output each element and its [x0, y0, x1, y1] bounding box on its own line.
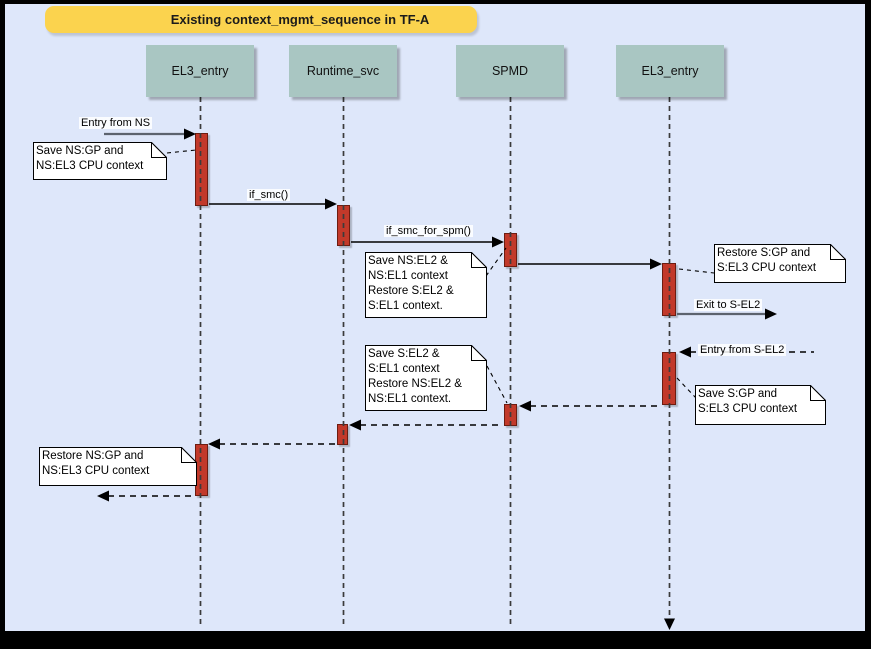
activation-spmd-second [504, 404, 517, 426]
note-restore-s-gp-context: Restore S:GP and S:EL3 CPU context [714, 244, 846, 283]
activation-el3-entry-1-first [195, 133, 208, 206]
actor-el3-entry-1: EL3_entry [146, 45, 254, 97]
note-save-ns-el2-context: Save NS:EL2 & NS:EL1 context Restore S:E… [365, 252, 487, 318]
message-label-if-smc-for-spm: if_smc_for_spm() [384, 225, 473, 237]
actor-label: EL3_entry [171, 64, 229, 78]
note-save-s-el2-context: Save S:EL2 & S:EL1 context Restore NS:EL… [365, 345, 487, 411]
note-save-s-gp-context: Save S:GP and S:EL3 CPU context [695, 385, 826, 425]
actor-label: EL3_entry [641, 64, 699, 78]
activation-spmd-first [504, 233, 517, 267]
note-text: Save S:GP and S:EL3 CPU context [698, 388, 798, 415]
diagram-title: Existing context_mgmt_sequence in TF-A [45, 6, 477, 33]
note-save-ns-gp-context: Save NS:GP and NS:EL3 CPU context [33, 142, 167, 180]
note-text: Restore S:GP and S:EL3 CPU context [717, 247, 817, 274]
activation-runtime-svc-first [337, 205, 350, 246]
actor-label: SPMD [491, 64, 529, 78]
message-label-exit-to-s-el2: Exit to S-EL2 [694, 299, 763, 311]
message-label-if-smc: if_smc() [247, 189, 291, 201]
note-paper-icon [714, 244, 846, 283]
note-text: Restore NS:GP and NS:EL3 CPU context [42, 450, 150, 477]
note-paper-icon [365, 345, 487, 411]
message-label-entry-from-ns: Entry from NS [79, 117, 153, 129]
activation-runtime-svc-second [337, 424, 348, 445]
note-paper-icon [695, 385, 826, 425]
actor-spmd: SPMD [456, 45, 564, 97]
note-paper-icon [39, 447, 197, 486]
activation-el3-entry-2-second [662, 352, 676, 405]
actor-label: Runtime_svc [306, 64, 380, 78]
note-paper-icon [33, 142, 167, 180]
actor-runtime-svc: Runtime_svc [289, 45, 397, 97]
note-text: Save S:EL2 & S:EL1 context Restore NS:EL… [368, 348, 462, 405]
message-label-entry-from-s-el2: Entry from S-EL2 [698, 344, 787, 356]
note-paper-icon [365, 252, 487, 318]
note-text: Save NS:EL2 & NS:EL1 context Restore S:E… [368, 255, 454, 312]
activation-el3-entry-2-first [662, 263, 676, 316]
actor-el3-entry-2: EL3_entry [616, 45, 724, 97]
note-text: Save NS:GP and NS:EL3 CPU context [36, 145, 144, 172]
note-restore-ns-gp-context: Restore NS:GP and NS:EL3 CPU context [39, 447, 197, 486]
